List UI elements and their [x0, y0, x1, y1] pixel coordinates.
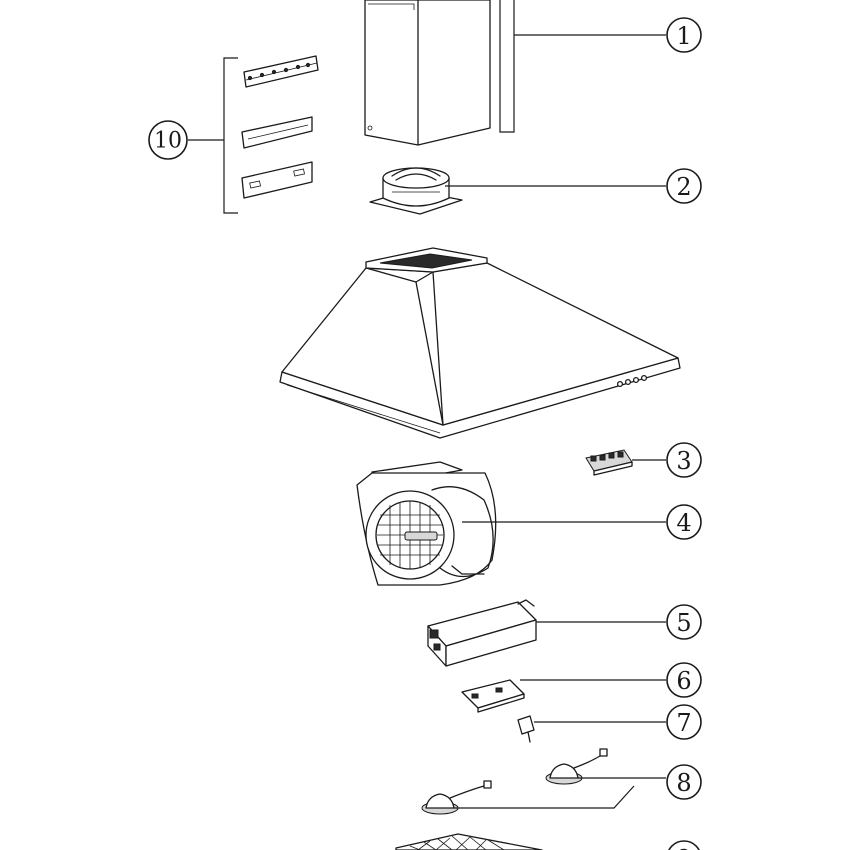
capacitor-box	[427, 599, 537, 667]
callout-2: 2	[666, 168, 702, 204]
leader-lines	[188, 34, 666, 809]
svg-text:1: 1	[676, 22, 691, 50]
callout-6: 6	[666, 662, 702, 698]
callout-7: 7	[666, 704, 702, 740]
svg-text:3: 3	[676, 447, 691, 475]
control-switch	[585, 449, 633, 476]
callout-8: 8	[666, 764, 702, 800]
svg-text:6: 6	[676, 667, 691, 695]
grease-filter	[395, 833, 543, 850]
lamp-assembly	[421, 748, 608, 815]
duct-connector	[369, 167, 463, 215]
callout-1: 1	[666, 17, 702, 53]
callout-3: 3	[666, 442, 702, 478]
mounting-brackets	[223, 55, 319, 214]
hood-body	[279, 247, 681, 439]
svg-text:4: 4	[676, 509, 691, 537]
svg-text:2: 2	[676, 173, 691, 201]
svg-text:5: 5	[676, 609, 691, 637]
blower-motor	[356, 461, 497, 586]
control-board	[461, 679, 525, 713]
callout-5: 5	[666, 604, 702, 640]
callout-4: 4	[666, 504, 702, 540]
chimney-cover	[364, 0, 515, 146]
svg-text:8: 8	[676, 769, 691, 797]
svg-text:7: 7	[676, 709, 691, 737]
callout-10: 10	[148, 120, 188, 160]
svg-text:9: 9	[676, 845, 691, 850]
callout-9: 9	[668, 840, 700, 850]
wire-connector	[517, 715, 535, 743]
svg-text:10: 10	[154, 129, 182, 154]
